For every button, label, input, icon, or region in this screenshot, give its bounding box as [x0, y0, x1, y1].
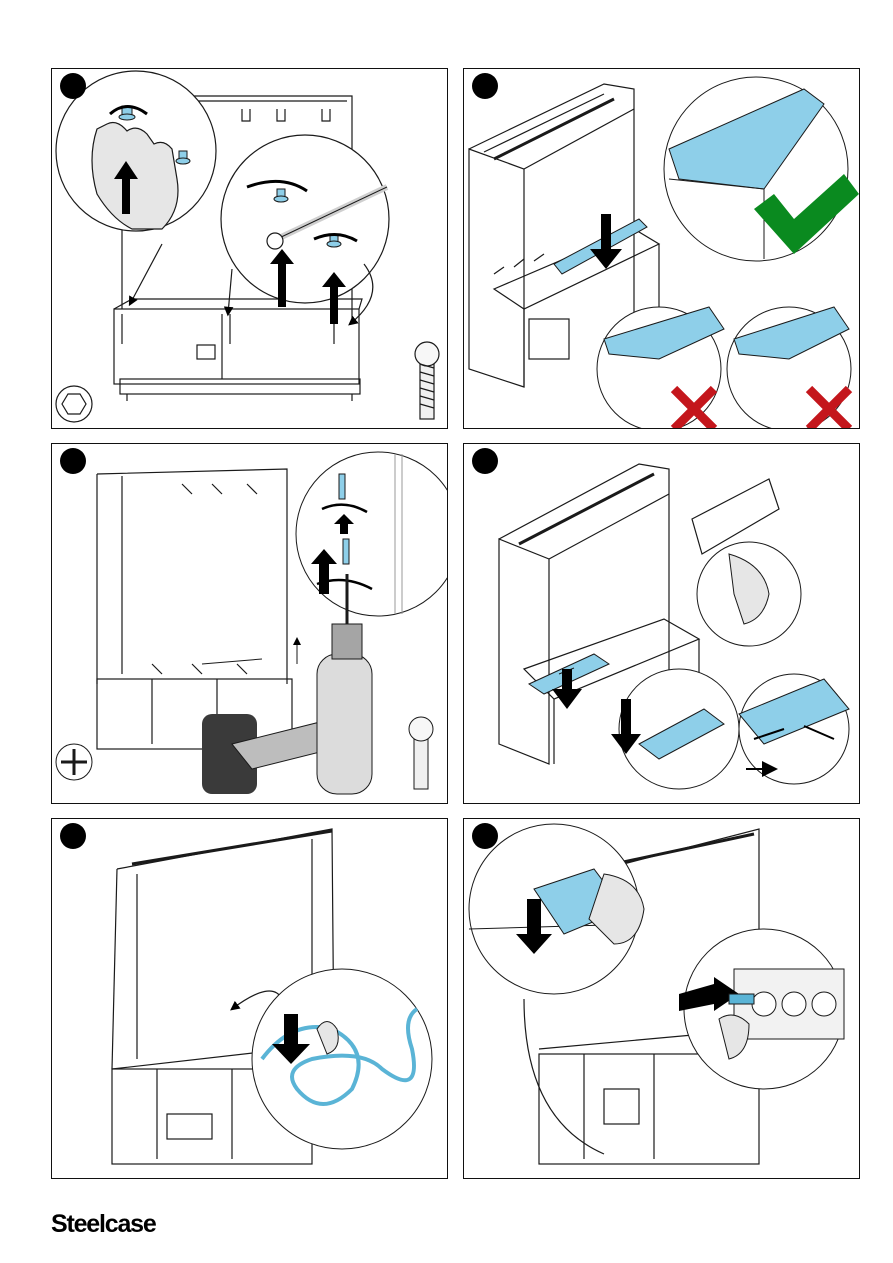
- step-2-illustration: [464, 69, 860, 429]
- step-panel-1: [51, 68, 448, 429]
- step-badge-5: [60, 823, 86, 849]
- step-panel-4: [463, 443, 860, 804]
- step-panel-6: [463, 818, 860, 1179]
- step-badge-3: [60, 448, 86, 474]
- brand-logo: Steelcase: [51, 1210, 156, 1239]
- step-badge-1: [60, 73, 86, 99]
- step-3-illustration: [52, 444, 448, 804]
- step-panel-3: [51, 443, 448, 804]
- step-badge-4: [472, 448, 498, 474]
- step-panel-5: [51, 818, 448, 1179]
- step-badge-2: [472, 73, 498, 99]
- step-6-illustration: [464, 819, 860, 1179]
- step-5-illustration: [52, 819, 448, 1179]
- step-badge-6: [472, 823, 498, 849]
- step-panel-2: [463, 68, 860, 429]
- step-1-illustration: [52, 69, 448, 429]
- step-4-illustration: [464, 444, 860, 804]
